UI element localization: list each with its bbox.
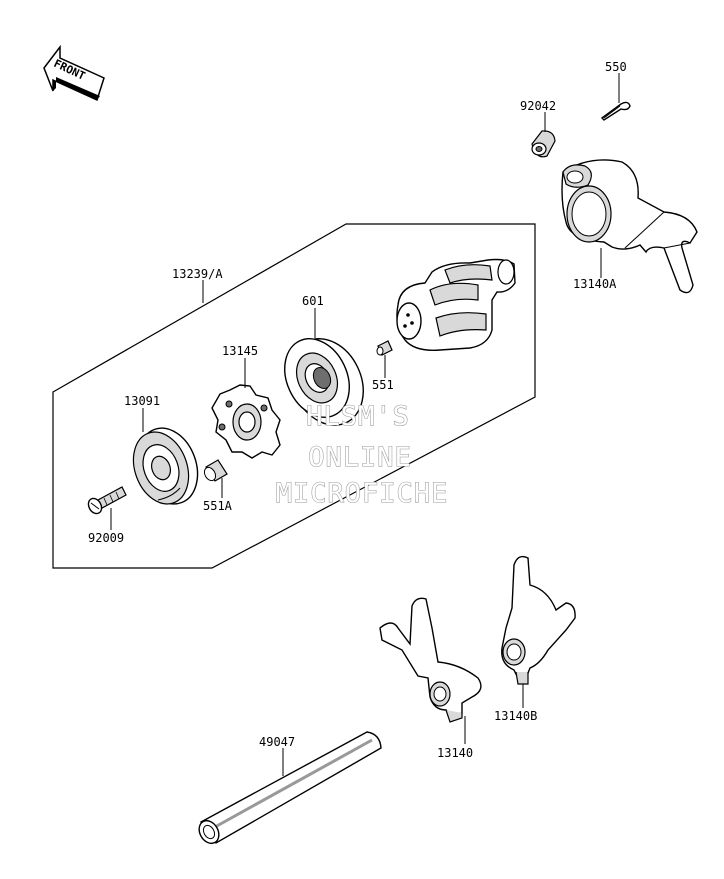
watermark-line-2: ONLINE: [308, 442, 412, 473]
label-601[interactable]: 601: [302, 294, 324, 308]
label-550[interactable]: 550: [605, 60, 627, 74]
label-13145[interactable]: 13145: [222, 344, 258, 358]
label-92009[interactable]: 92009: [88, 531, 124, 545]
pin-92042: [531, 130, 556, 158]
label-49047[interactable]: 49047: [259, 735, 295, 749]
watermark-line-3: MICROFICHE: [276, 478, 449, 509]
label-13091[interactable]: 13091: [124, 394, 160, 408]
front-arrow-icon: FRONT: [43, 44, 105, 102]
shift-fork-13140: [379, 597, 482, 723]
assembly-outline: [52, 223, 536, 569]
label-551[interactable]: 551: [372, 378, 394, 392]
watermark-line-1: HLSM'S: [306, 401, 410, 432]
bearing-601: [284, 338, 364, 426]
leader-lines: [110, 73, 620, 776]
label-13140[interactable]: 13140: [437, 746, 473, 760]
screw-92009: [87, 486, 127, 515]
label-92042[interactable]: 92042: [520, 99, 556, 113]
pin-551: [376, 340, 393, 356]
label-13239A[interactable]: 13239/A: [172, 267, 223, 281]
cotter-pin-550: [600, 101, 631, 121]
shift-rod-49047: [198, 731, 382, 845]
dowel-551A: [203, 459, 228, 482]
star-cam-13145: [211, 384, 281, 459]
cam-plate-13091: [132, 427, 199, 505]
shift-fork-13140B: [501, 555, 576, 685]
label-13140A[interactable]: 13140A: [573, 277, 617, 291]
shift-drum-13239: [396, 258, 516, 351]
shift-fork-13140A: [561, 159, 698, 294]
label-551A[interactable]: 551A: [203, 499, 233, 513]
label-13140B[interactable]: 13140B: [494, 709, 537, 723]
